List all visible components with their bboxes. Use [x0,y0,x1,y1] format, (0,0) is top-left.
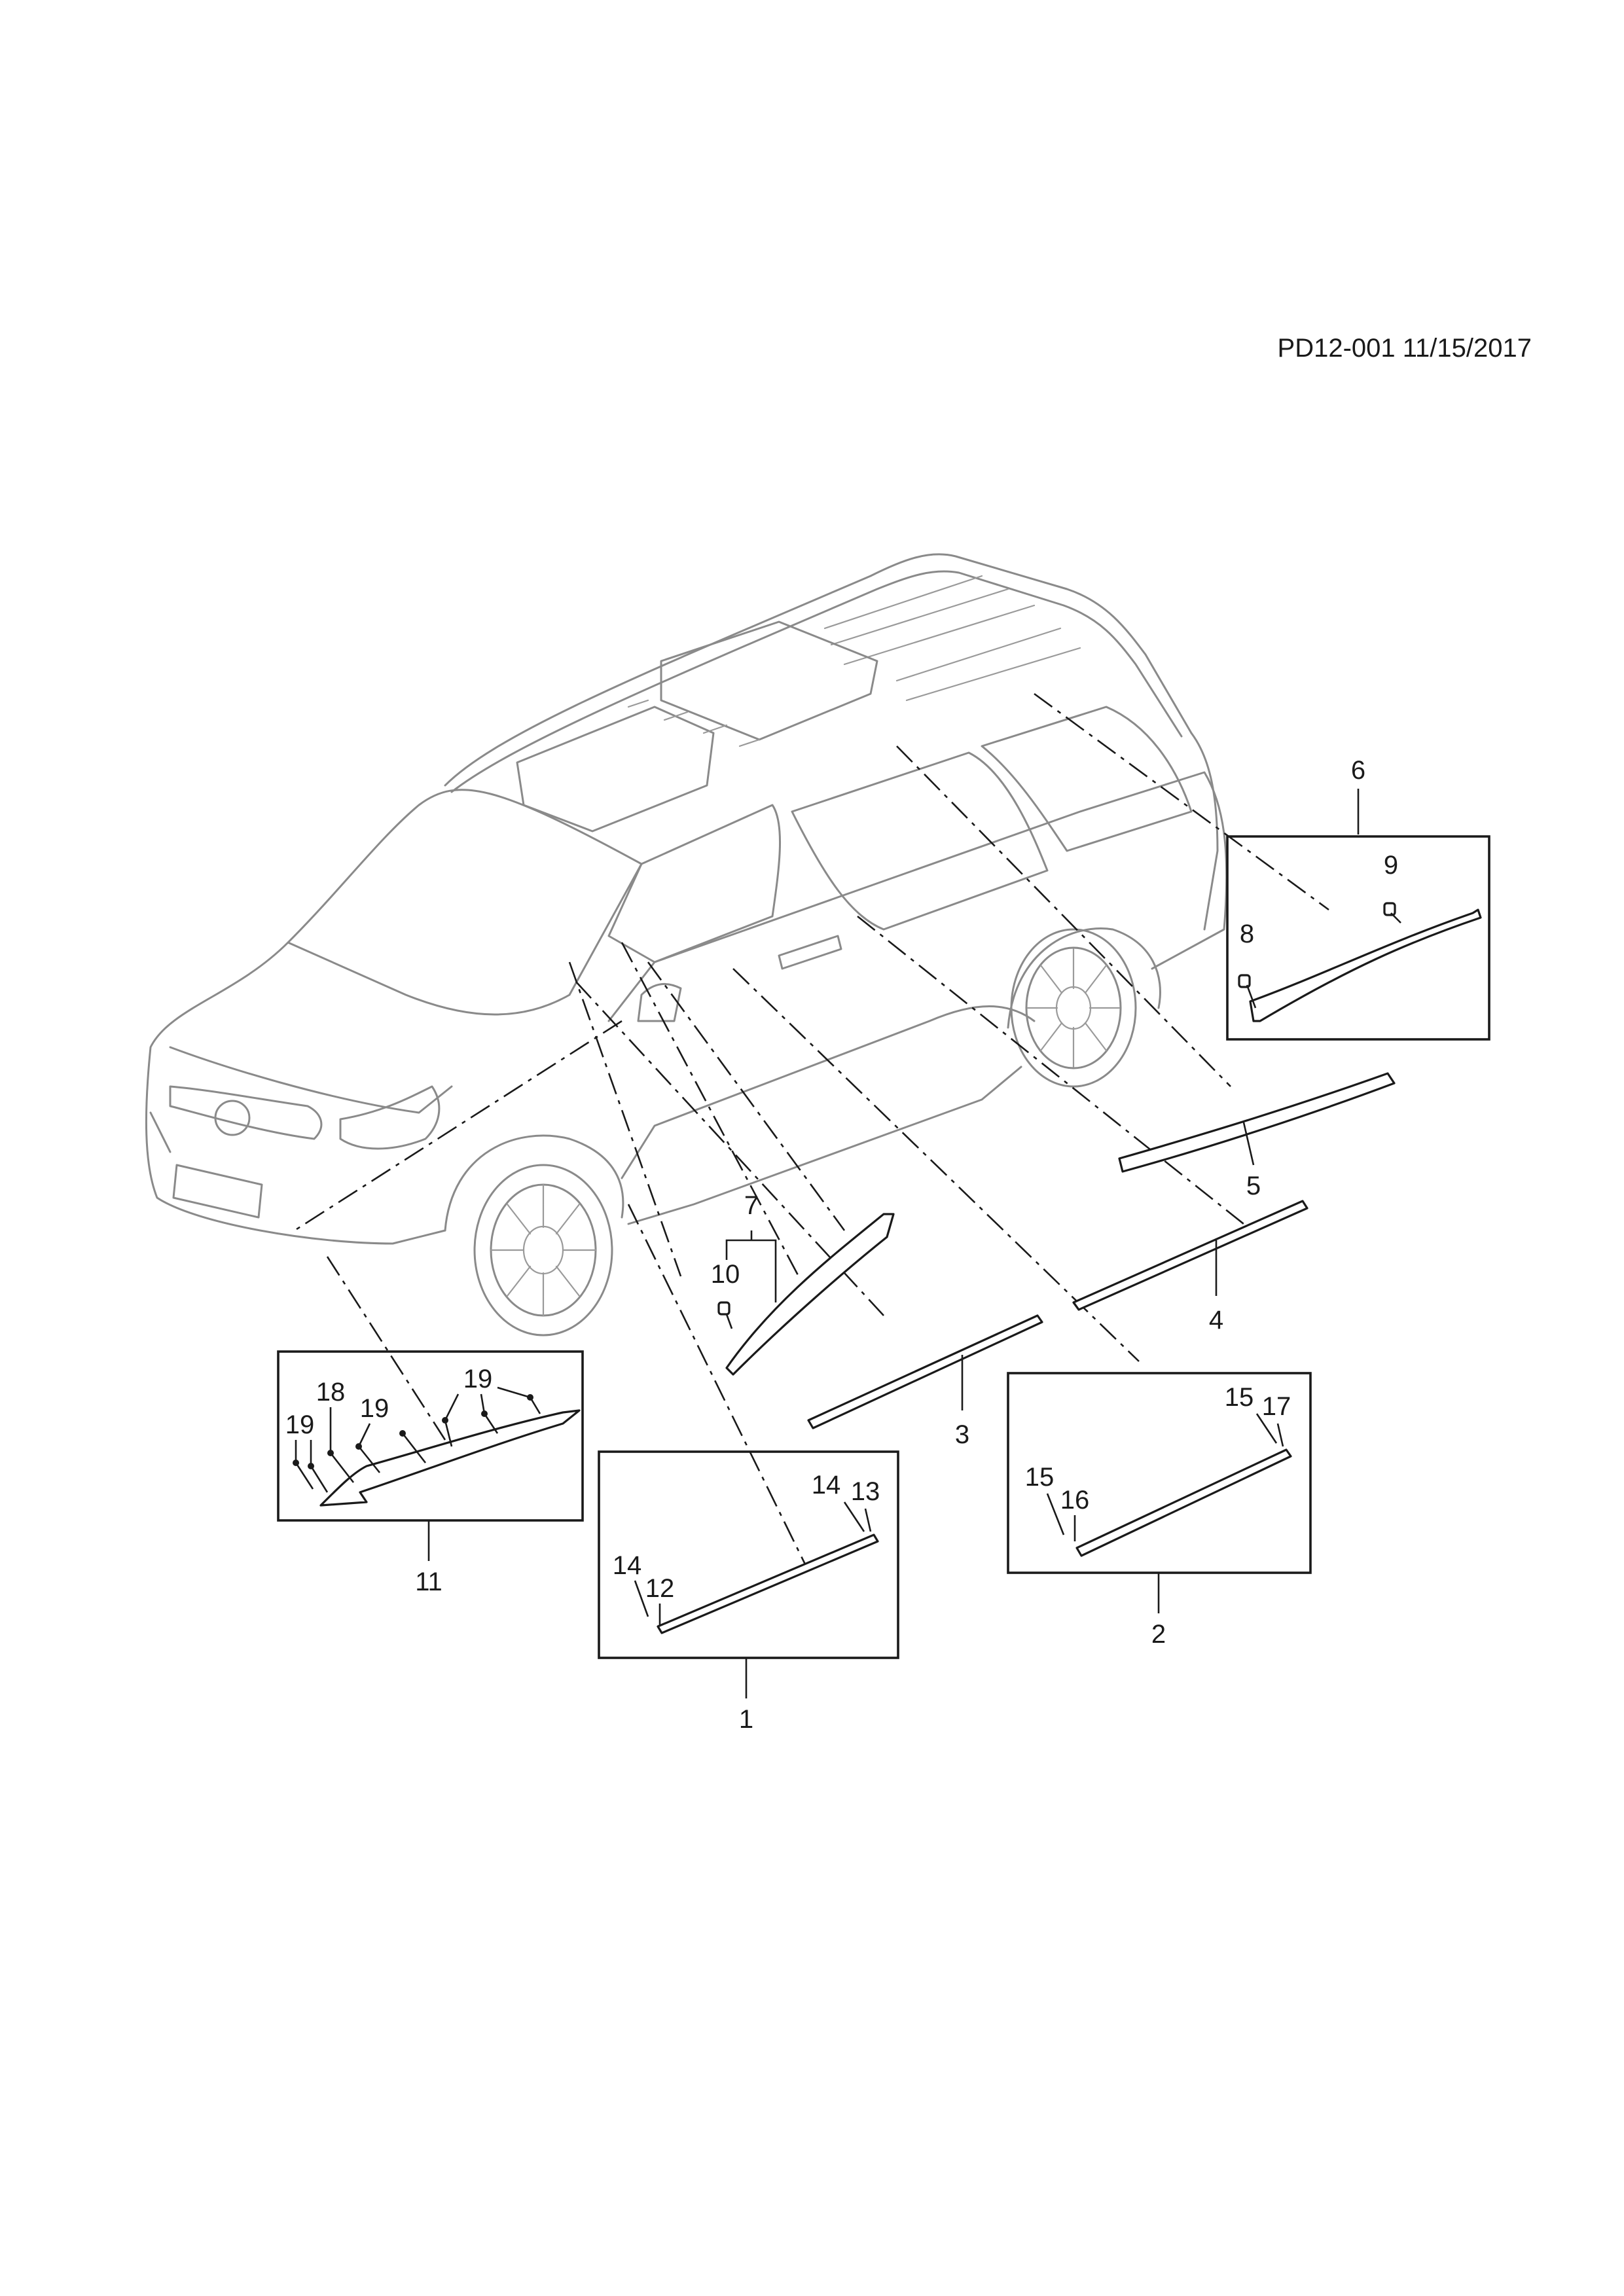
callout-label: 11 [415,1568,442,1596]
callout-label: 5 [1246,1172,1261,1200]
callout-label: 19 [463,1365,493,1393]
part-4-molding: 4 [1072,1200,1308,1335]
diagram-reference: PD12-001 11/15/2017 [1278,334,1532,363]
clip-8-part [1238,974,1251,988]
callout-label: 4 [1209,1306,1223,1335]
part-5-molding: 5 [1118,1072,1396,1200]
callout-label: 14 [613,1551,642,1580]
callout-label: 7 [744,1191,759,1220]
callout-label: 18 [316,1378,346,1407]
windshield-molding-part [319,1409,581,1507]
leader-dashed-lines [294,692,1329,1565]
callout-label: 17 [1262,1392,1291,1421]
callout-label: 6 [1351,756,1365,785]
callout-label: 10 [711,1260,740,1289]
callout-label: 13 [851,1477,880,1506]
callout-box-1: 1 14 13 14 12 [598,1450,899,1734]
door-molding-part-1 [657,1534,879,1634]
door-molding-part-2 [1075,1448,1292,1557]
rear-window-molding-part [1249,908,1482,1022]
callout-label: 1 [739,1705,753,1734]
callout-label: 8 [1240,920,1254,948]
clip-9-part [1383,902,1396,916]
callout-box-6: 6 8 9 [1226,756,1490,1041]
callout-label: 19 [285,1410,315,1439]
callout-label: 9 [1384,851,1398,880]
callout-box-2: 2 15 17 15 16 [1007,1372,1312,1649]
callout-box-11: 11 19 18 19 19 [277,1350,584,1596]
part-3-molding: 3 [807,1314,1043,1449]
part-7-molding: 7 10 [711,1191,895,1376]
callout-label: 12 [645,1574,675,1603]
callout-label: 16 [1060,1486,1090,1515]
callout-label: 15 [1025,1463,1055,1492]
callout-label: 19 [360,1394,389,1423]
callout-label: 14 [812,1471,841,1499]
callout-label: 3 [955,1420,969,1449]
callout-label: 2 [1151,1620,1166,1649]
minivan-illustration [145,553,1228,1336]
clip-10-part [717,1301,731,1316]
callout-label: 15 [1225,1383,1254,1412]
